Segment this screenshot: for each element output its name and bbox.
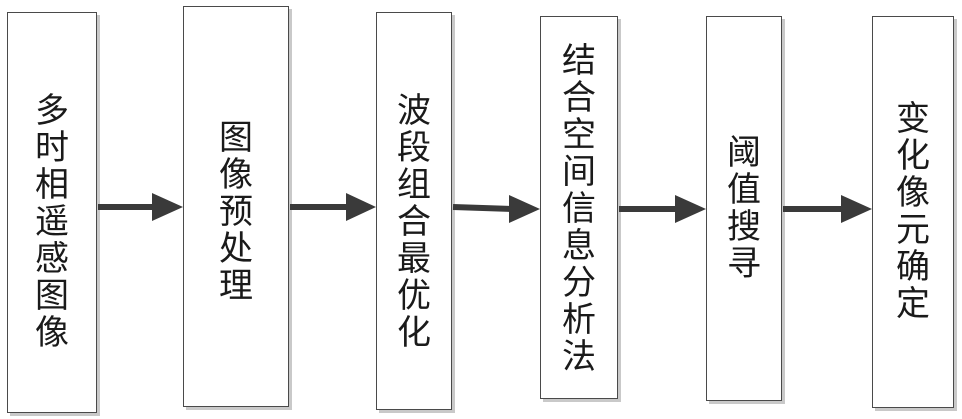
arrow-3 [453, 195, 540, 223]
arrow-5 [783, 195, 872, 223]
arrow-4 [619, 195, 706, 223]
arrow-2 [290, 193, 376, 221]
arrow-1 [98, 193, 183, 221]
